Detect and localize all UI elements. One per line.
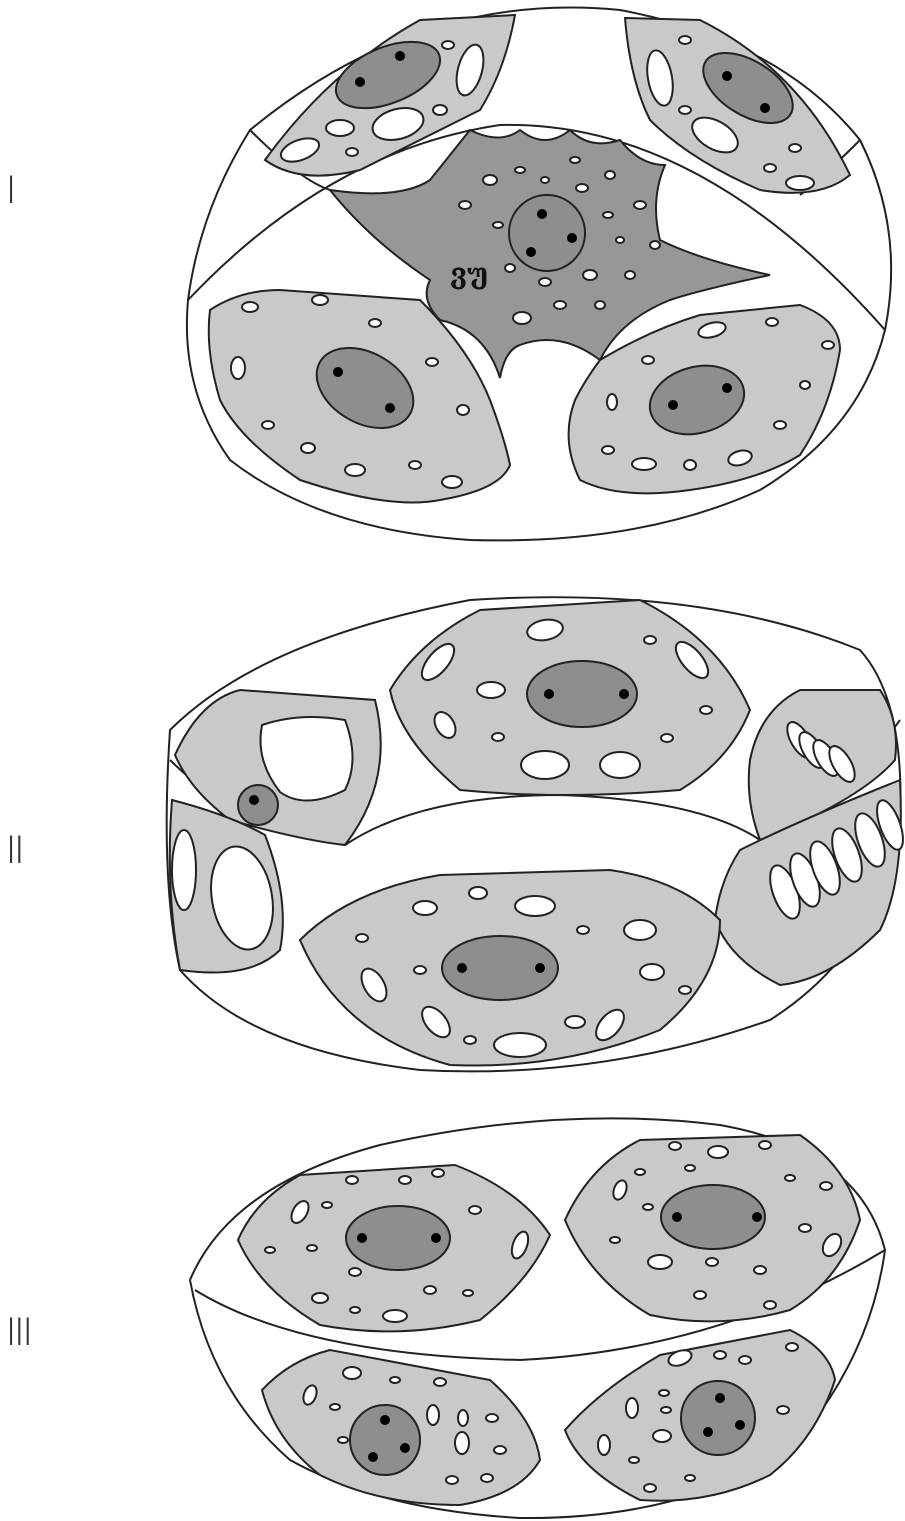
panel-II bbox=[167, 597, 905, 1071]
panel-I: ვუ bbox=[187, 8, 891, 541]
nucleus bbox=[509, 195, 585, 271]
nucleus bbox=[238, 785, 278, 825]
nucleus bbox=[681, 1381, 755, 1455]
cell-label: ვუ bbox=[450, 257, 488, 290]
panel-III bbox=[190, 1118, 885, 1518]
